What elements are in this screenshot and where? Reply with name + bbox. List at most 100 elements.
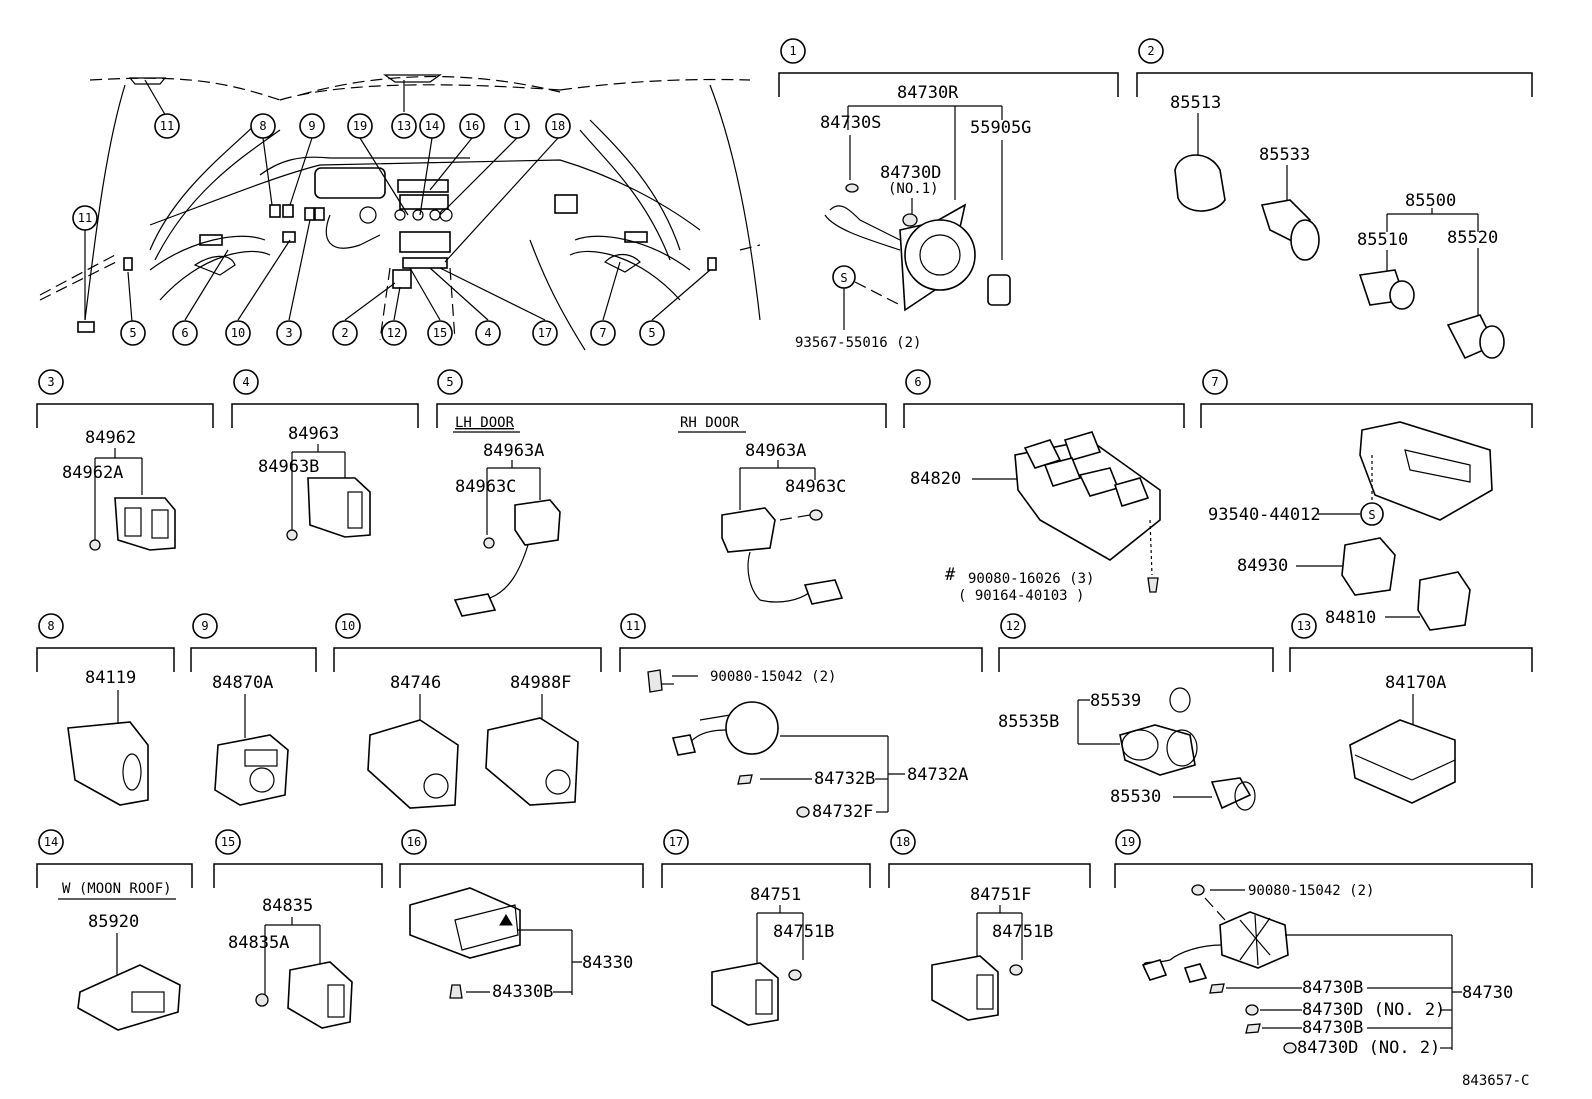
part-84730R: 84730R	[897, 83, 959, 103]
part-90080-15042-s11: 90080-15042 (2)	[710, 669, 836, 685]
label-rh-door: RH DOOR	[680, 415, 740, 431]
svg-text:5: 5	[129, 326, 136, 340]
section-16: 16 84330 84330B	[399, 829, 644, 1002]
svg-text:16: 16	[465, 119, 479, 133]
section-12-number: 12	[1006, 619, 1020, 633]
section-8-number: 8	[47, 619, 54, 633]
callout-18: 18	[545, 113, 571, 139]
svg-text:13: 13	[397, 119, 411, 133]
part-84820: 84820	[910, 469, 961, 489]
label-lh-door: LH DOOR	[455, 415, 515, 431]
part-84730D-no2-2: 84730D (NO. 2)	[1297, 1038, 1440, 1058]
diagram-code: 843657-C	[1462, 1073, 1529, 1089]
part-85535B: 85535B	[998, 712, 1059, 732]
svg-text:19: 19	[353, 119, 367, 133]
svg-text:5: 5	[648, 326, 655, 340]
callout-16: 16	[459, 113, 485, 139]
section-18: 18 84751F 84751B	[888, 829, 1091, 1021]
callout-12: 12	[381, 320, 407, 346]
section-6: 6 84820 # 90080-16026 (3) ( 90164-40103 …	[903, 369, 1185, 604]
overview-callouts: 11 11 5 6 8 9 10 3 19 13 14 16 1 18 2 12…	[72, 113, 665, 346]
callout-2: 2	[332, 320, 358, 346]
section-11: 11 90080-15042 (2) 84732A 84732B 84732F	[619, 613, 983, 822]
part-84730D-no2-1: 84730D (NO. 2)	[1302, 1000, 1445, 1020]
part-84730S: 84730S	[820, 113, 881, 133]
section-3: 3 84962 84962A	[36, 369, 214, 551]
part-85500: 85500	[1405, 191, 1456, 211]
svg-text:1: 1	[513, 119, 520, 133]
part-84730D-note: (NO.1)	[888, 181, 939, 197]
screw-marker-s: S	[840, 271, 847, 285]
callout-14: 14	[419, 113, 445, 139]
callout-8: 8	[250, 113, 276, 139]
section-4-number: 4	[242, 375, 249, 389]
part-93567-55016: 93567-55016 (2)	[795, 335, 921, 351]
callout-1: 1	[504, 113, 530, 139]
section-14-number: 14	[44, 835, 58, 849]
part-84988F: 84988F	[510, 673, 571, 693]
callout-5-right: 5	[639, 320, 665, 346]
section-19-number: 19	[1121, 835, 1135, 849]
section-9-number: 9	[201, 619, 208, 633]
part-84730B-2: 84730B	[1302, 1018, 1363, 1038]
part-85539: 85539	[1090, 691, 1141, 711]
section-3-number: 3	[47, 375, 54, 389]
overview-leaders	[84, 79, 711, 323]
svg-text:3: 3	[285, 326, 292, 340]
part-84963C-lh: 84963C	[455, 477, 516, 497]
part-84751F: 84751F	[970, 885, 1031, 905]
svg-text:14: 14	[425, 119, 439, 133]
svg-text:8: 8	[259, 119, 266, 133]
callout-15: 15	[427, 320, 453, 346]
section-15: 15 84835 84835A	[213, 829, 383, 1029]
section-10: 10 84746 84988F	[333, 613, 602, 809]
svg-text:10: 10	[231, 326, 245, 340]
section-10-number: 10	[341, 619, 355, 633]
section-7: 7 93540-44012 S 84930 84810	[1200, 369, 1533, 631]
section-1: 1 84730R 84730S 84730D (NO.1) 55905G S 9…	[778, 38, 1119, 351]
section-11-number: 11	[626, 619, 640, 633]
section-16-number: 16	[407, 835, 421, 849]
svg-text:4: 4	[484, 326, 491, 340]
part-55905G: 55905G	[970, 118, 1031, 138]
svg-text:15: 15	[433, 326, 447, 340]
part-85510: 85510	[1357, 230, 1408, 250]
svg-text:2: 2	[341, 326, 348, 340]
callout-7: 7	[590, 320, 616, 346]
part-84962: 84962	[85, 428, 136, 448]
svg-text:17: 17	[538, 326, 552, 340]
part-85920: 85920	[88, 912, 139, 932]
callout-13: 13	[391, 113, 417, 139]
part-85513: 85513	[1170, 93, 1221, 113]
part-90080-15042-s19: 90080-15042 (2)	[1248, 883, 1374, 899]
part-84963: 84963	[288, 424, 339, 444]
section-6-number: 6	[914, 375, 921, 389]
section-4: 4 84963 84963B	[231, 369, 419, 541]
part-84730B-1: 84730B	[1302, 978, 1363, 998]
part-84119: 84119	[85, 668, 136, 688]
callout-17: 17	[532, 320, 558, 346]
part-84963C-rh: 84963C	[785, 477, 846, 497]
callout-11-left: 11	[72, 205, 98, 231]
svg-text:9: 9	[308, 119, 315, 133]
section-2-number: 2	[1147, 44, 1154, 58]
part-84751B-18: 84751B	[992, 922, 1053, 942]
callout-9: 9	[299, 113, 325, 139]
part-84751B: 84751B	[773, 922, 834, 942]
part-84930: 84930	[1237, 556, 1288, 576]
section-13: 13 84170A	[1289, 613, 1533, 804]
section-19: 19 90080-15042 (2) 84730 84730B 84730D (…	[1114, 829, 1533, 1058]
section-9: 9 84870A	[190, 613, 317, 806]
part-84810: 84810	[1325, 608, 1376, 628]
part-85530: 85530	[1110, 787, 1161, 807]
svg-text:11: 11	[78, 211, 92, 225]
part-84330B: 84330B	[492, 982, 553, 1002]
part-85520: 85520	[1447, 228, 1498, 248]
callout-5-left: 5	[120, 320, 146, 346]
part-84730D: 84730D	[880, 163, 941, 183]
part-84870A: 84870A	[212, 673, 273, 693]
section-14: 14 W (MOON ROOF) 85920	[36, 829, 193, 1031]
section-5-number: 5	[446, 375, 453, 389]
svg-text:18: 18	[551, 119, 565, 133]
